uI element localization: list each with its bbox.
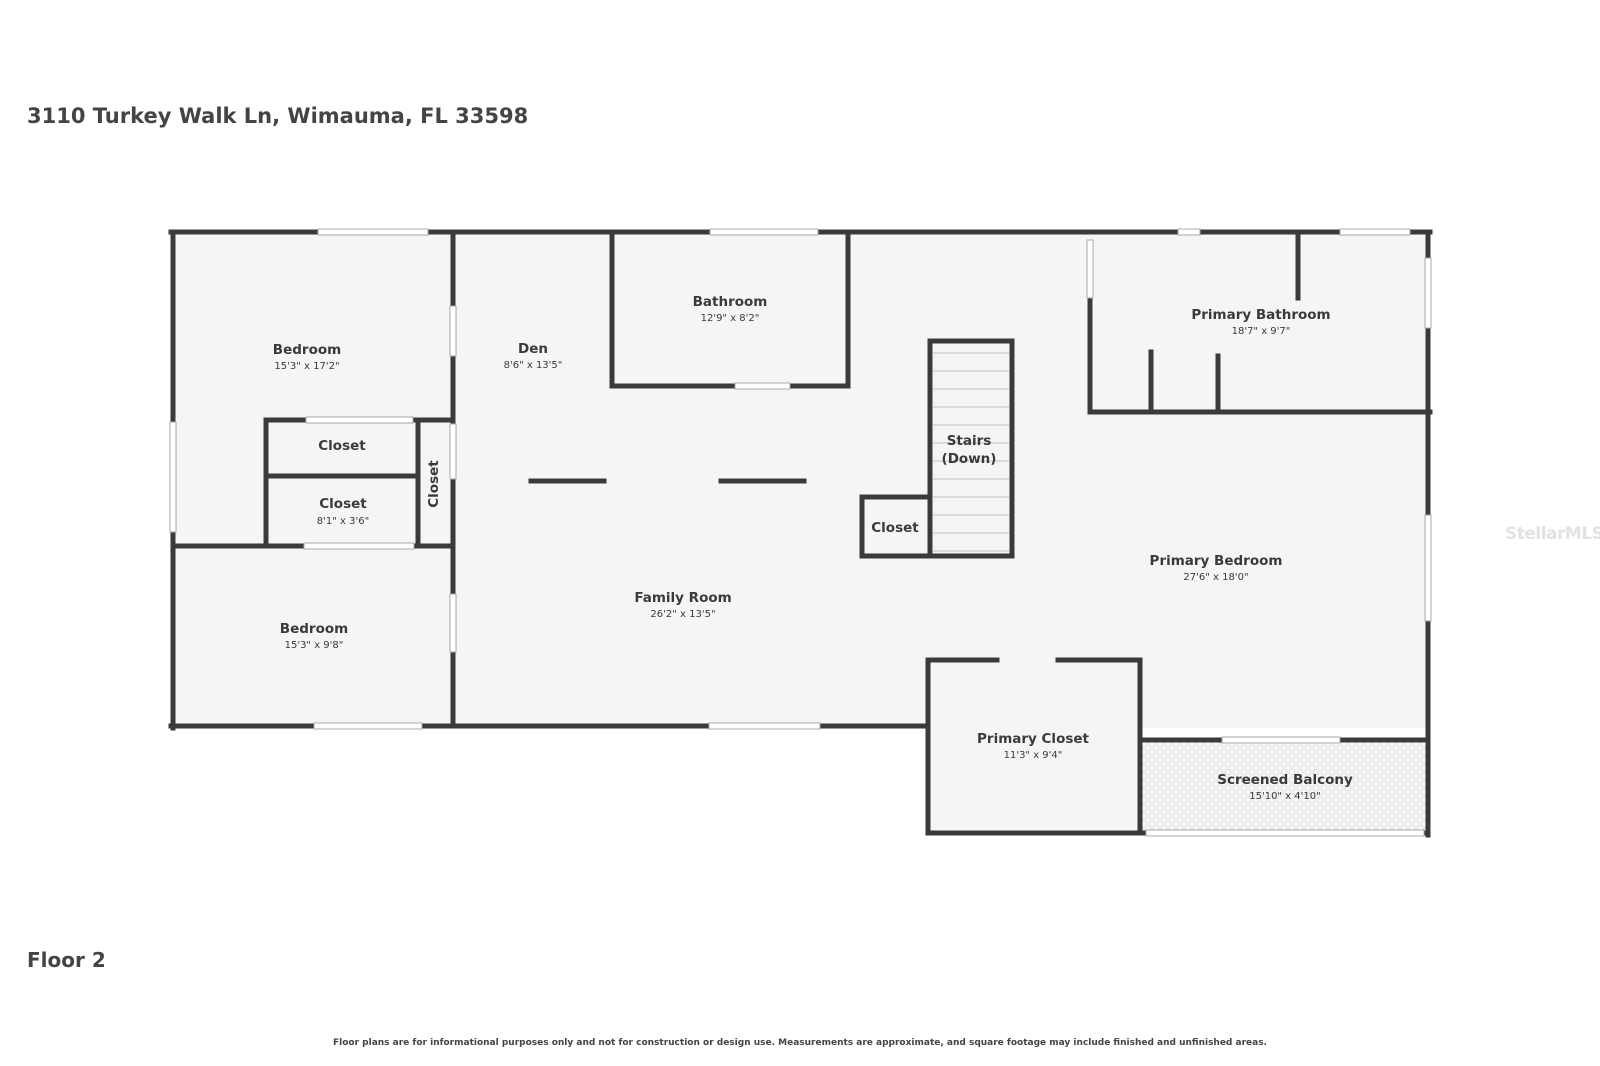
room-dims-primary-bathroom: 18'7" x 9'7"	[1232, 326, 1291, 337]
room-name-bedroom: Bedroom	[273, 342, 341, 358]
room-name-primary-bedroom: Primary Bedroom	[1150, 553, 1283, 569]
room-name-primary-closet: Primary Closet	[977, 731, 1090, 747]
property-address: 3110 Turkey Walk Ln, Wimauma, FL 33598	[27, 104, 529, 128]
room-name-screened-balcony: Screened Balcony	[1217, 772, 1353, 788]
watermark-logo: StellarMLS	[1505, 524, 1600, 544]
windows	[169, 228, 1432, 837]
room-dims-bedroom-2: 15'3" x 9'8"	[285, 640, 344, 651]
room-name-closet-stairs: Closet	[871, 520, 919, 536]
room-name-closet-small: Closet	[319, 496, 367, 512]
stairs-label-line2: (Down)	[942, 451, 997, 467]
room-name-closet-vertical: Closet	[426, 460, 442, 508]
room-name-closet: Closet	[318, 438, 366, 454]
floor-label: Floor 2	[27, 948, 106, 972]
room-dims-den: 8'6" x 13'5"	[504, 360, 563, 371]
room-dims-bathroom: 12'9" x 8'2"	[701, 313, 760, 324]
room-name-primary-bathroom: Primary Bathroom	[1191, 307, 1330, 323]
room-name-family-room: Family Room	[634, 590, 731, 606]
room-dims-primary-bedroom: 27'6" x 18'0"	[1183, 572, 1248, 583]
room-dims-closet-small: 8'1" x 3'6"	[317, 516, 369, 527]
room-dims-family-room: 26'2" x 13'5"	[650, 609, 715, 620]
room-name-den: Den	[518, 341, 548, 357]
room-labels: Bedroom 15'3" x 17'2" Den 8'6" x 13'5" B…	[273, 294, 1353, 802]
room-name-bedroom-2: Bedroom	[280, 621, 348, 637]
stair-treads	[933, 352, 1009, 552]
room-dims-bedroom: 15'3" x 17'2"	[274, 361, 339, 372]
room-name-bathroom: Bathroom	[693, 294, 768, 310]
disclaimer-text: Floor plans are for informational purpos…	[333, 1038, 1267, 1048]
stairs-label-line1: Stairs	[947, 433, 992, 449]
room-dims-primary-closet: 11'3" x 9'4"	[1004, 750, 1063, 761]
room-dims-screened-balcony: 15'10" x 4'10"	[1249, 791, 1321, 802]
